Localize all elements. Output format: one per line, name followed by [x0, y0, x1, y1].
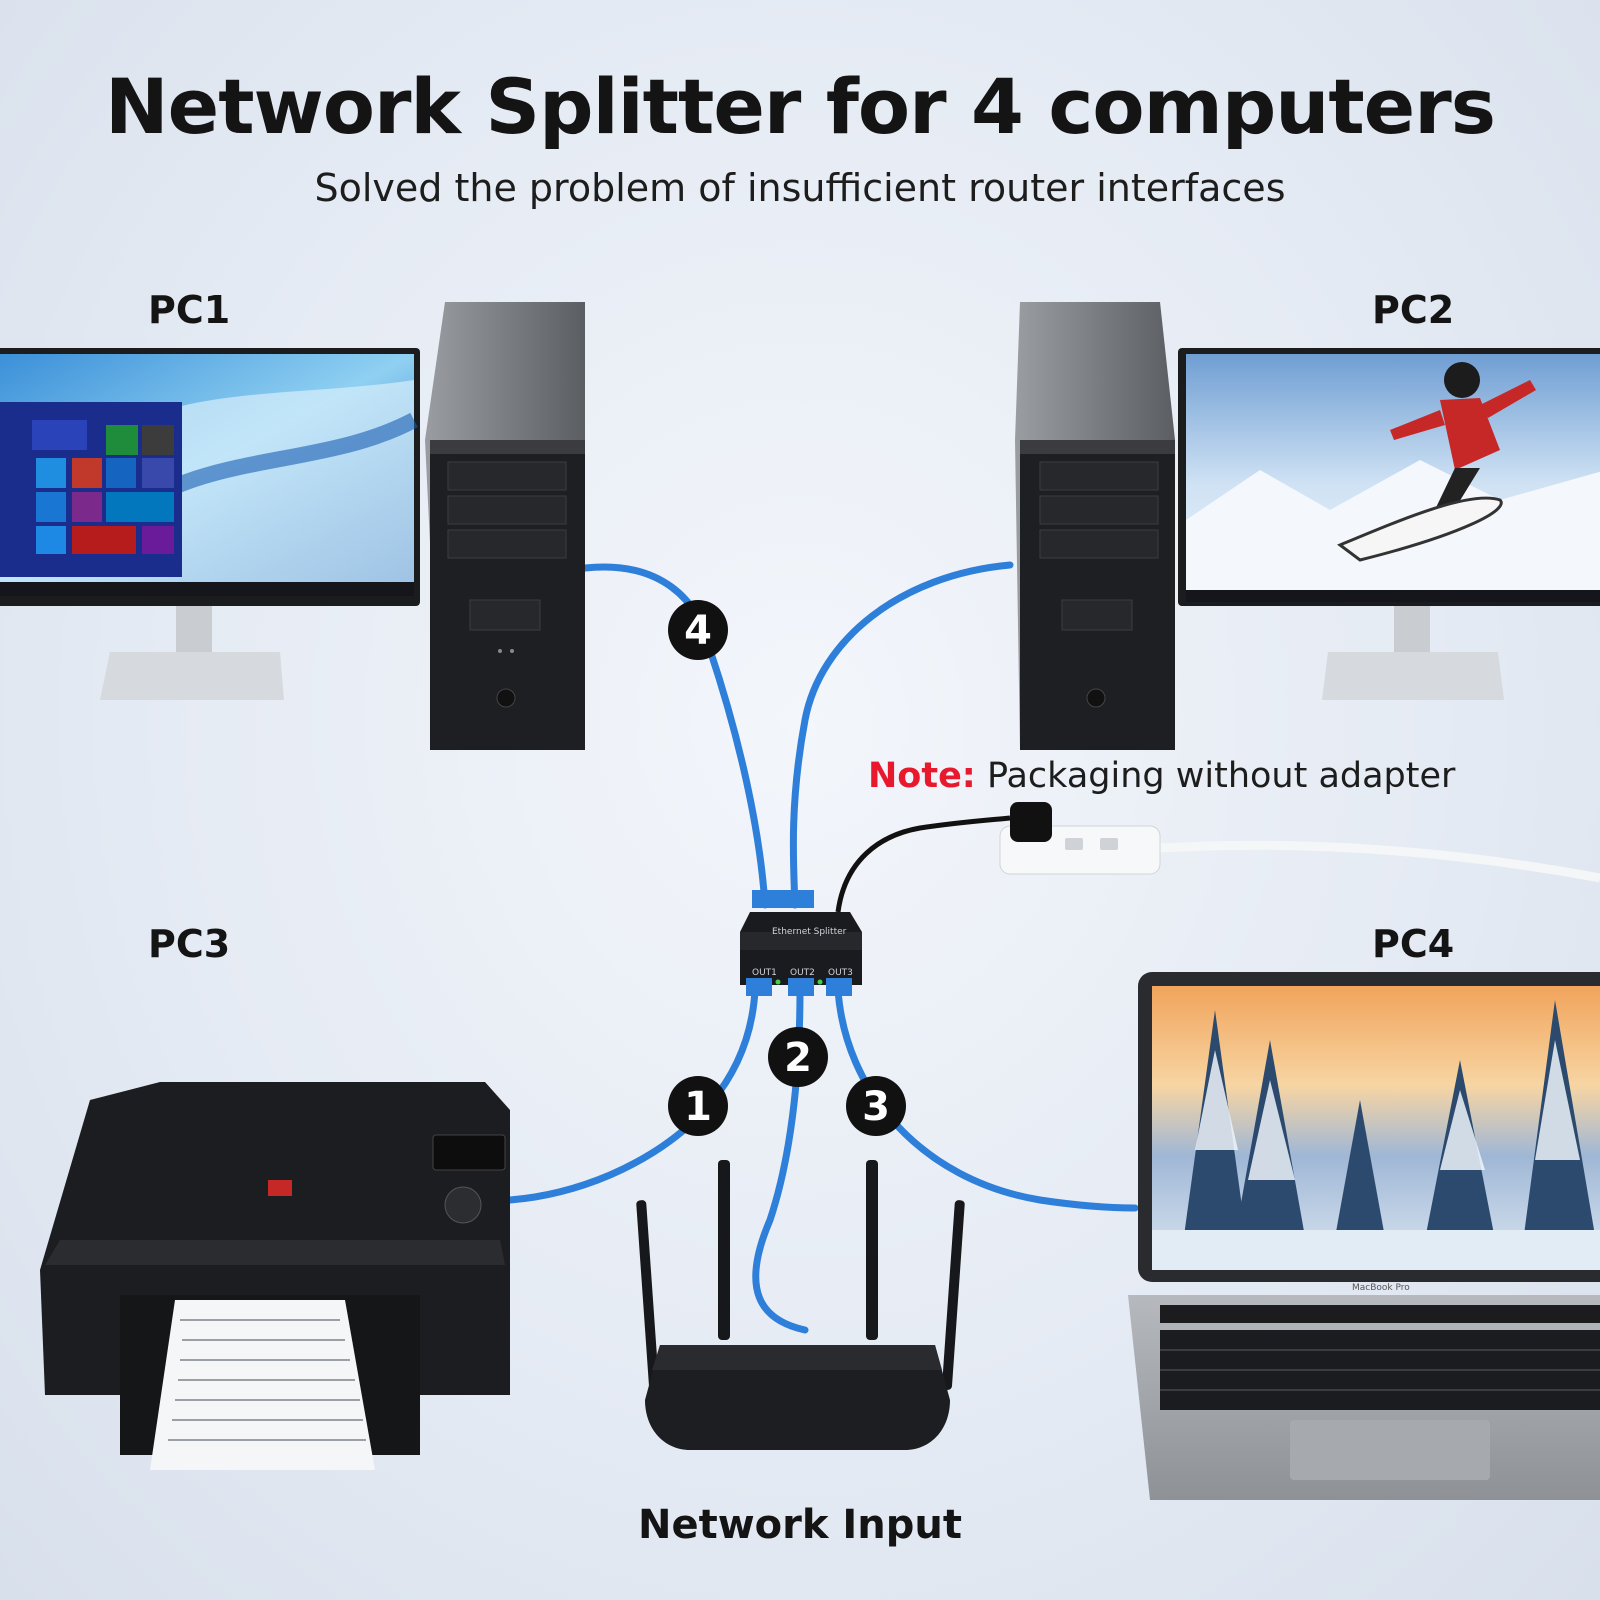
snowboarder: [1337, 362, 1536, 562]
cable-1: [506, 986, 759, 1204]
laptop-brand: MacBook Pro: [1352, 1283, 1410, 1293]
pc1-monitor: [0, 348, 420, 700]
splitter-label: Ethernet Splitter: [772, 927, 847, 937]
pc1-tower: [425, 302, 585, 750]
cable-to-pc2-tower: [789, 561, 1014, 909]
splitter-out3-label: OUT3: [828, 968, 853, 978]
trackpad: [1290, 1420, 1490, 1480]
port-badge-1: 1: [668, 1076, 728, 1136]
start-menu-tiles: [0, 402, 182, 577]
monitor-stand-base: [100, 652, 284, 700]
splitter-out1-label: OUT1: [752, 968, 777, 978]
pc2-tower: [1015, 302, 1175, 750]
label-pc4: PC4: [1372, 922, 1455, 966]
power-strip: [999, 802, 1161, 875]
port-badge-2: 2: [768, 1027, 828, 1087]
svg-text:2: 2: [784, 1035, 812, 1081]
note-text: Packaging without adapter: [986, 756, 1456, 796]
svg-text:3: 3: [862, 1084, 890, 1130]
port-badge-3: 3: [846, 1076, 906, 1136]
power-strip-cord: [1159, 840, 1600, 883]
note: Note: Packaging without adapter: [868, 756, 1455, 796]
note-prefix: Note:: [868, 756, 976, 796]
svg-text:1: 1: [684, 1084, 712, 1130]
brand-logo: [268, 1180, 292, 1196]
splitter-out2-label: OUT2: [790, 968, 815, 978]
monitor-stand-base: [1322, 652, 1504, 700]
label-pc3: PC3: [148, 922, 231, 966]
label-pc2: PC2: [1372, 288, 1455, 332]
cable-3: [834, 986, 1139, 1212]
power-cable: [835, 815, 1011, 913]
printed-paper: [150, 1300, 375, 1470]
pc2-monitor: [1178, 348, 1600, 700]
page-subtitle: Solved the problem of insufficient route…: [314, 166, 1286, 210]
ethernet-splitter: Ethernet Splitter OUT1 OUT2 OUT3: [740, 890, 862, 996]
cable-4: [581, 563, 769, 909]
touch-bar: [1160, 1305, 1600, 1323]
laptop: MacBook Pro: [1128, 972, 1600, 1500]
label-network-input: Network Input: [637, 1502, 962, 1548]
page-title: Network Splitter for 4 computers: [105, 62, 1496, 151]
label-pc1: PC1: [148, 288, 231, 332]
power-adapter: [1010, 802, 1052, 842]
router: [636, 1160, 965, 1450]
printer: [40, 1082, 510, 1470]
port-badge-4: 4: [668, 600, 728, 660]
svg-text:4: 4: [684, 608, 712, 654]
